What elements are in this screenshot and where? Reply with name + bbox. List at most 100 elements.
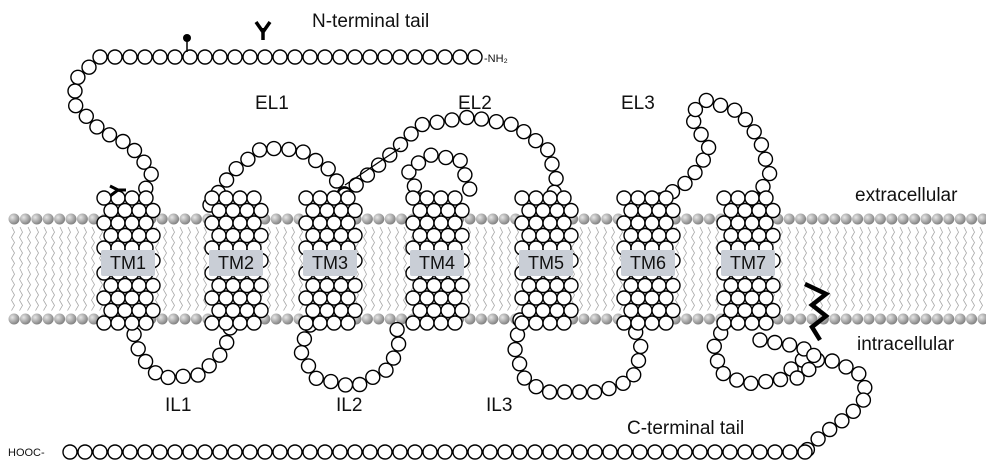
lipid-tail (883, 226, 887, 269)
residue (378, 362, 394, 378)
residue (333, 302, 349, 319)
residue (687, 164, 703, 181)
residue (438, 149, 454, 166)
lipid-head (498, 313, 510, 325)
residue (549, 202, 565, 219)
lipid-tail (403, 226, 407, 269)
residue (433, 190, 449, 206)
lipid-tail (923, 226, 927, 269)
residue (730, 190, 746, 206)
residue (246, 290, 262, 306)
residue (326, 215, 342, 231)
residue (407, 49, 423, 65)
residue (246, 215, 262, 231)
residue (131, 202, 147, 219)
lipid-tail (835, 226, 839, 269)
residue (302, 444, 318, 460)
lipid-head (874, 213, 886, 225)
tm-label-5: TM5 (519, 250, 573, 276)
residue (227, 444, 243, 460)
residue (305, 277, 321, 294)
residue (528, 379, 544, 395)
lipid-tail (67, 226, 71, 269)
lipid-head (589, 313, 601, 325)
lipid-tail (971, 226, 975, 269)
residue (658, 315, 674, 331)
residue (633, 338, 649, 355)
residue (347, 202, 363, 219)
residue (563, 227, 579, 244)
residue (789, 370, 805, 386)
lipid-tail (611, 268, 615, 311)
residue (665, 302, 681, 319)
extracellular-label: extracellular (855, 185, 958, 206)
residue (626, 367, 642, 383)
residue (563, 302, 579, 319)
lipid-tail (899, 268, 903, 311)
lipid-head (578, 313, 590, 325)
residue (623, 202, 639, 219)
lipid-tail (75, 226, 79, 269)
residue (197, 444, 213, 460)
residue (103, 302, 119, 319)
residue (137, 49, 153, 65)
residue (242, 444, 258, 460)
lipid-head (54, 313, 66, 325)
lipid-head (8, 213, 20, 225)
residue (197, 49, 213, 65)
residue (92, 49, 108, 65)
lipid-tail (947, 226, 951, 269)
residue (412, 202, 428, 219)
lipid-tail (587, 268, 591, 311)
residue (340, 315, 356, 331)
residue (228, 160, 244, 177)
lipid-tail (379, 268, 383, 311)
residue (225, 202, 241, 219)
residue (117, 302, 133, 319)
residue (298, 190, 314, 206)
residue (440, 202, 456, 219)
residue (535, 277, 551, 294)
residue (541, 384, 558, 400)
lipid-tail (827, 268, 831, 311)
residue (637, 302, 653, 319)
residue (447, 190, 463, 206)
residue (253, 277, 269, 294)
lipid-head (692, 213, 704, 225)
residue (131, 277, 147, 294)
residue (419, 290, 435, 306)
residue (317, 49, 333, 65)
lipid-tail (683, 268, 687, 311)
residue (765, 277, 781, 294)
residue (96, 290, 112, 306)
residue (401, 164, 417, 180)
residue (716, 215, 732, 231)
lipid-tail (955, 268, 959, 311)
lipid-tail (27, 268, 31, 311)
lipid-tail (19, 268, 23, 311)
residue (556, 290, 572, 306)
residue (623, 227, 639, 244)
residue (709, 353, 726, 369)
lipid-head (943, 313, 955, 325)
residue (347, 49, 363, 65)
lipid-head (840, 313, 852, 325)
residue (752, 332, 768, 348)
residue (143, 166, 159, 182)
residue (615, 375, 631, 391)
lipid-tail (51, 226, 55, 269)
tm-label-box (303, 250, 357, 276)
residue (78, 108, 95, 125)
lipid-tail (779, 226, 783, 269)
residue (693, 126, 709, 143)
lipid-head (806, 313, 818, 325)
residue (287, 49, 303, 65)
residue (138, 190, 154, 206)
residue (797, 444, 813, 460)
lipid-head (190, 213, 202, 225)
residue (723, 227, 739, 244)
residue (295, 144, 311, 160)
residue (131, 227, 147, 244)
lipid-tail (267, 268, 271, 311)
residue (806, 347, 822, 364)
